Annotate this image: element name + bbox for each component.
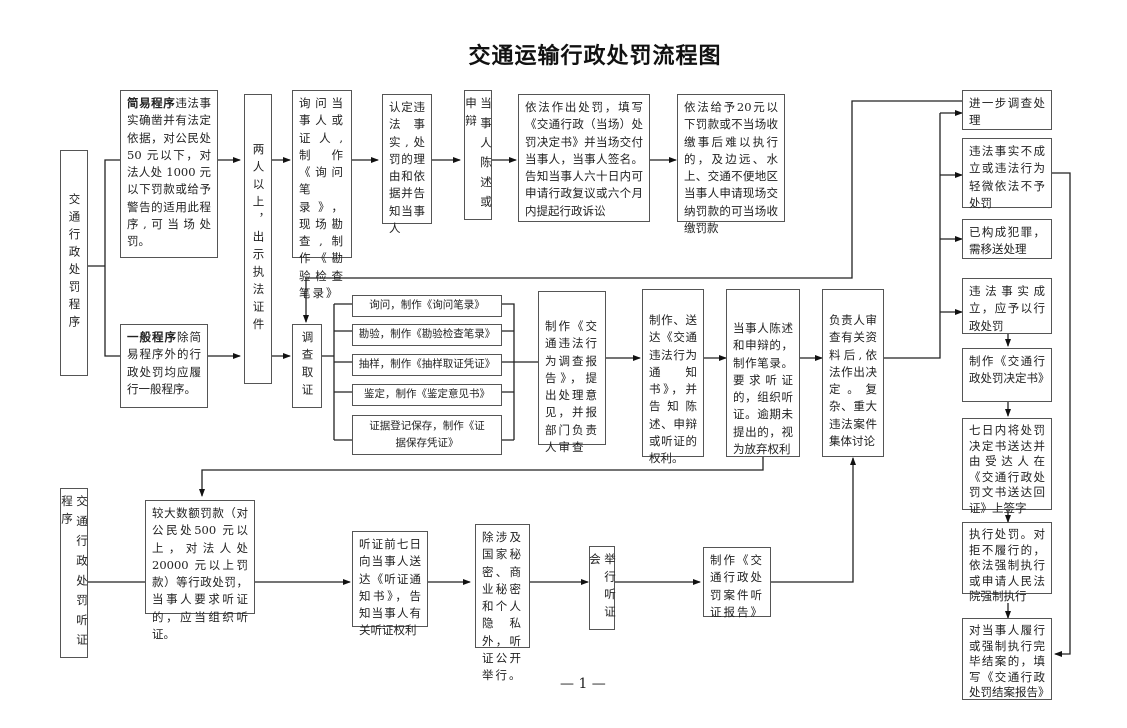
simple-procedure-box: 简易程序违法事实确凿并有法定依据，对公民处50 元以下，对法人处 1000 元以…	[120, 90, 218, 258]
outcome-no-penalty: 违法事实不成立或违法行为轻微依法不予处罚	[962, 138, 1052, 210]
simple-step-determine: 认定违法事实,处罚的理由和依据并告知当事人	[382, 94, 432, 235]
connector-spine	[88, 159, 120, 357]
page-number: — 1 —	[560, 676, 606, 692]
decision-box: 负责人审查有关资料后,依法作出决定。复杂、重大违法案件集体讨论	[822, 289, 884, 457]
outcome-transfer-crime: 已构成犯罪，需移送处理	[962, 219, 1052, 259]
show-id-box: 两人以上，出示执法证件	[244, 94, 272, 384]
outcome-close-case: 对当事人履行或强制执行完毕结案的，填写《交通行政处罚结案报告》	[962, 618, 1052, 700]
investigate-box: 调查取证	[292, 324, 322, 408]
general-procedure-heading: 一般程序	[127, 330, 177, 344]
outcome-penalty: 违法事实成立，应予以行政处罚	[962, 278, 1052, 334]
outcome-execute: 执行处罚。对拒不履行的，依法强制执行或申请人民法院强制执行	[962, 522, 1052, 603]
simple-step-statement: 当事人陈述或申辩	[464, 90, 493, 220]
hearing-step-hold: 举行听证会	[588, 546, 617, 630]
connector-decision-fanout	[884, 113, 962, 359]
hearing-step-notice: 听证前七日向当事人送达《听证通知书》，告知当事人有关听证权利	[352, 531, 428, 637]
hearing-procedure-label: 交通行政处罚听证程序	[60, 488, 89, 658]
connector-report-to-decision	[770, 457, 856, 583]
hearing-step-report: 制作《交通行政处罚案件听证报告》	[703, 547, 771, 619]
outcome-deliver: 七日内将处罚决定书送达并由受达人在《交通行政处罚文书送达回证》上签字	[962, 418, 1052, 515]
outcome-further-investigation: 进一步调查处理	[962, 90, 1052, 130]
hearing-step-large-fine: 较大数额罚款（对公民处500 元以上，对法人处 20000 元以上罚款）等行政处…	[145, 500, 255, 641]
simple-step-collect: 依法给予20元以下罚款或不当场收缴事后难以执行的，及边远、水上、交通不便地区当事…	[677, 94, 785, 235]
connector-loop-back	[303, 100, 962, 323]
connector-evidence-bracket	[322, 303, 538, 441]
evidence-item: 询问，制作《询问笔录》	[352, 295, 502, 317]
statement-box: 当事人陈述和申辩的，制作笔录。要求听证的，组织听证。逾期未提出的，视为放弃权利	[726, 289, 800, 457]
evidence-item: 勘验，制作《勘验检查笔录》	[352, 324, 502, 346]
evidence-item: 证据登记保存，制作《证据保存凭证》	[352, 415, 502, 455]
evidence-item: 鉴定，制作《鉴定意见书》	[352, 384, 502, 406]
simple-procedure-heading: 简易程序	[127, 96, 176, 110]
page-title: 交通运输行政处罚流程图	[468, 43, 722, 69]
general-procedure-box: 一般程序除简易程序外的行政处罚均应履行一般程序。	[120, 324, 208, 408]
general-procedure-text: 除简易程序外的行政处罚均应履行一般程序。	[127, 330, 201, 396]
evidence-item: 抽样，制作《抽样取证凭证》	[352, 354, 502, 376]
notice-box: 制作、送达《交通违法行为通知书》，并告知陈述、申辩或听证的权利。	[642, 289, 704, 465]
simple-procedure-text: 违法事实确凿并有法定依据，对公民处50 元以下，对法人处 1000 元以下罚款或…	[127, 96, 212, 248]
simple-step-inquire: 询问当事人或证人,制作《询问笔录》，现场勘查,制作《勘验检查笔录》	[292, 90, 352, 300]
connector-to-hearing	[199, 457, 764, 497]
admin-procedure-label: 交通行政处罚程序	[60, 150, 88, 376]
connector-no-penalty-to-close	[1052, 172, 1071, 657]
hearing-step-public: 除涉及国家秘密、商业秘密和个人隐私外，听证公开举行。	[475, 524, 530, 682]
simple-step-decision: 依法作出处罚，填写《交通行政（当场）处罚决定书》并当场交付当事人，当事人签名。告…	[518, 94, 650, 222]
investigation-report-box: 制作《交通违法行为调查报告》，提出处理意见，并报部门负责人审查	[538, 291, 606, 454]
outcome-decision-document: 制作《交通行政处罚决定书》	[962, 348, 1052, 402]
